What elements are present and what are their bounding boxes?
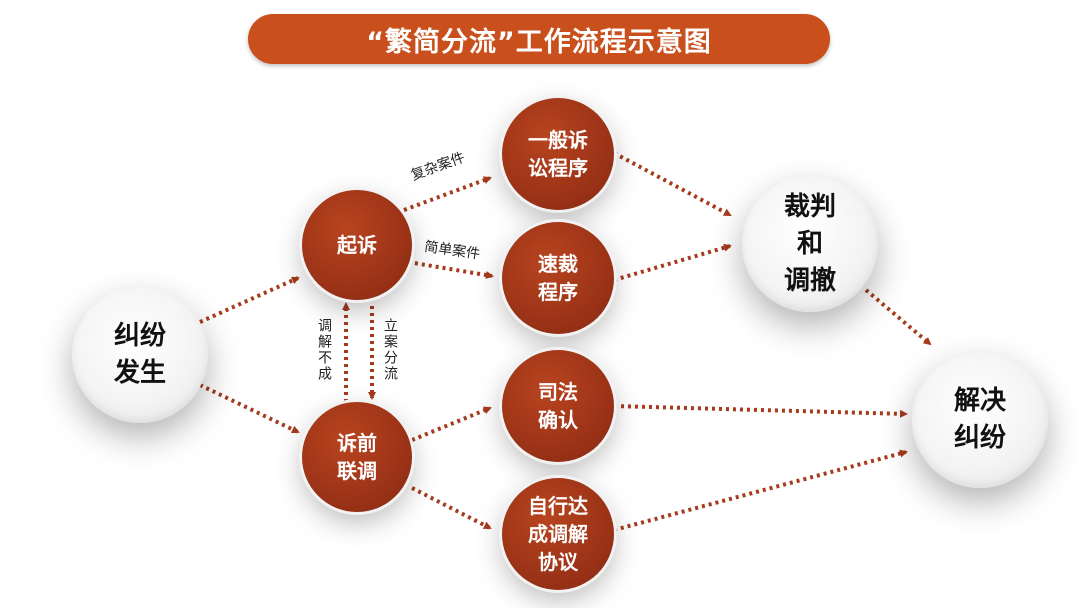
arrow-dispute-to-sue [199, 276, 300, 324]
arrow-fast-to-judgment [613, 243, 732, 282]
page-title: “繁简分流”工作流程示意图 [248, 14, 830, 64]
arrow-dispute-to-premediation [199, 383, 300, 434]
node-pre-mediation: 诉前 联调 [302, 402, 412, 512]
node-judicial-confirmation: 司法 确认 [502, 350, 614, 462]
arrow-premediation-to-judicial [411, 406, 492, 442]
arrow-self-to-resolve [613, 449, 908, 532]
node-resolve: 解决 纠纷 [912, 352, 1048, 488]
node-fast-procedure: 速裁 程序 [502, 222, 614, 334]
node-self-agreement: 自行达 成调解 协议 [502, 478, 614, 590]
node-general-procedure: 一般诉 讼程序 [502, 98, 614, 210]
node-judgment: 裁判 和 调撤 [742, 176, 878, 312]
label-mediation-failed: 调解不成 [316, 318, 332, 382]
label-filing-split: 立案分流 [382, 318, 398, 382]
node-dispute: 纠纷 发生 [72, 287, 208, 423]
arrow-sue-to-general [403, 176, 492, 212]
arrow-premediation-to-self [411, 486, 492, 530]
arrow-sue-to-fast [407, 260, 494, 279]
arrow-general-to-judgment [613, 151, 732, 217]
arrow-judgment-to-resolve [864, 288, 932, 346]
node-sue: 起诉 [302, 190, 412, 300]
arrow-judicial-to-resolve [613, 404, 908, 418]
